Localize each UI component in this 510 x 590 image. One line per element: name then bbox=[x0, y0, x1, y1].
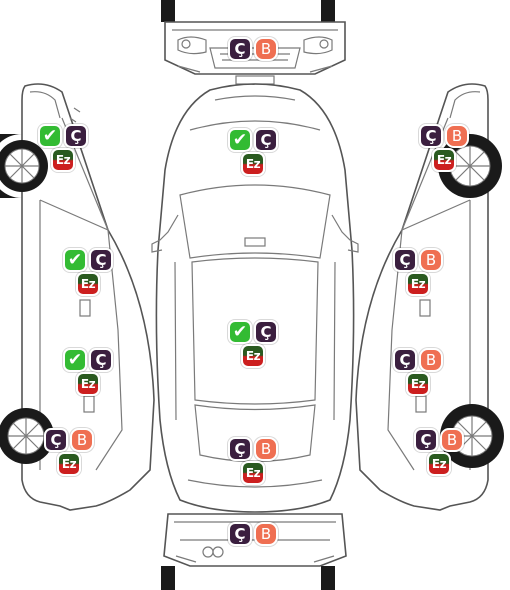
front-view bbox=[161, 0, 346, 85]
left-side-view bbox=[0, 83, 155, 511]
zone-left-front-fender[interactable]: ✔ Ç Ez bbox=[38, 124, 98, 176]
cedilla-badge[interactable]: Ç bbox=[414, 428, 438, 452]
b-badge[interactable]: B bbox=[419, 248, 443, 272]
check-icon[interactable]: ✔ bbox=[63, 348, 87, 372]
ez-badge[interactable]: Ez bbox=[241, 344, 265, 368]
b-badge[interactable]: B bbox=[419, 348, 443, 372]
zone-front-bumper[interactable]: Ç B bbox=[228, 37, 288, 89]
cedilla-badge[interactable]: Ç bbox=[228, 522, 252, 546]
cedilla-badge[interactable]: Ç bbox=[228, 437, 252, 461]
zone-left-front-door[interactable]: ✔ Ç Ez bbox=[63, 248, 123, 300]
check-icon[interactable]: ✔ bbox=[38, 124, 62, 148]
top-view bbox=[151, 83, 359, 513]
zone-left-rear-fender[interactable]: Ç B Ez bbox=[44, 428, 104, 480]
cedilla-badge[interactable]: Ç bbox=[89, 248, 113, 272]
zone-left-rear-door[interactable]: ✔ Ç Ez bbox=[63, 348, 123, 400]
cedilla-badge[interactable]: Ç bbox=[254, 320, 278, 344]
zone-right-rear-fender[interactable]: Ç B Ez bbox=[414, 428, 474, 480]
zone-right-rear-door[interactable]: Ç B Ez bbox=[393, 348, 453, 400]
cedilla-badge[interactable]: Ç bbox=[254, 128, 278, 152]
cedilla-badge[interactable]: Ç bbox=[393, 248, 417, 272]
ez-badge[interactable]: Ez bbox=[406, 272, 430, 296]
ez-badge[interactable]: Ez bbox=[432, 148, 456, 172]
cedilla-badge[interactable]: Ç bbox=[228, 37, 252, 61]
cedilla-badge[interactable]: Ç bbox=[64, 124, 88, 148]
ez-badge[interactable]: Ez bbox=[76, 272, 100, 296]
cedilla-badge[interactable]: Ç bbox=[89, 348, 113, 372]
b-badge[interactable]: B bbox=[440, 428, 464, 452]
rear-view bbox=[161, 513, 347, 590]
b-badge[interactable]: B bbox=[70, 428, 94, 452]
check-icon[interactable]: ✔ bbox=[228, 128, 252, 152]
ez-badge[interactable]: Ez bbox=[51, 148, 75, 172]
zone-hood[interactable]: ✔ Ç Ez bbox=[228, 128, 288, 180]
zone-right-front-door[interactable]: Ç B Ez bbox=[393, 248, 453, 300]
ez-badge[interactable]: Ez bbox=[76, 372, 100, 396]
cedilla-badge[interactable]: Ç bbox=[419, 124, 443, 148]
zone-roof[interactable]: ✔ Ç Ez bbox=[228, 320, 288, 372]
zone-right-front-fender[interactable]: Ç B Ez bbox=[419, 124, 479, 176]
zone-rear-bumper[interactable]: Ç B bbox=[228, 522, 288, 574]
check-icon[interactable]: ✔ bbox=[63, 248, 87, 272]
b-badge[interactable]: B bbox=[254, 37, 278, 61]
ez-badge[interactable]: Ez bbox=[406, 372, 430, 396]
b-badge[interactable]: B bbox=[445, 124, 469, 148]
cedilla-badge[interactable]: Ç bbox=[393, 348, 417, 372]
ez-badge[interactable]: Ez bbox=[57, 452, 81, 476]
check-icon[interactable]: ✔ bbox=[228, 320, 252, 344]
ez-badge[interactable]: Ez bbox=[427, 452, 451, 476]
zone-trunk[interactable]: Ç B Ez bbox=[228, 437, 288, 489]
b-badge[interactable]: B bbox=[254, 437, 278, 461]
ez-badge[interactable]: Ez bbox=[241, 152, 265, 176]
b-badge[interactable]: B bbox=[254, 522, 278, 546]
ez-badge[interactable]: Ez bbox=[241, 461, 265, 485]
cedilla-badge[interactable]: Ç bbox=[44, 428, 68, 452]
